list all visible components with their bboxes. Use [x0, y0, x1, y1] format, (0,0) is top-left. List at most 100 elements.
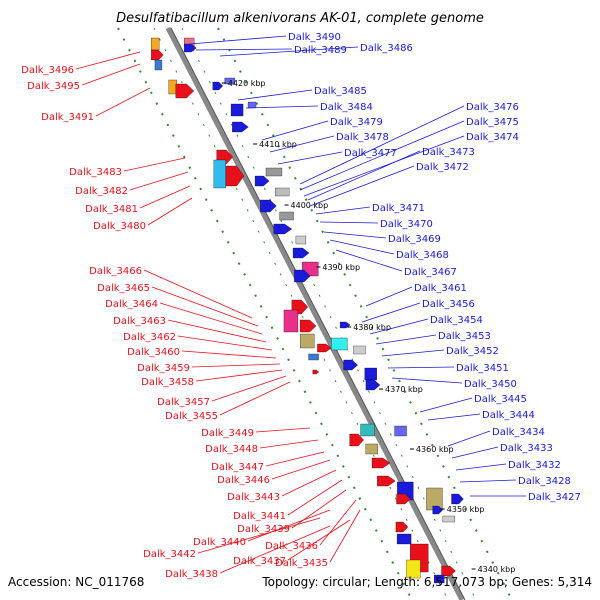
label-leader-line	[369, 318, 429, 335]
label-leader-line	[387, 366, 455, 369]
gene-feature	[432, 505, 443, 515]
gene-label-forward: Dalk_3496	[21, 65, 74, 76]
accession-text: Accession: NC_011768	[8, 575, 144, 589]
gene-label-forward: Dalk_3483	[69, 167, 122, 178]
label-leader-line	[255, 427, 311, 433]
gene-feature	[279, 211, 294, 221]
gene-feature	[283, 309, 299, 333]
label-leader-line	[319, 221, 379, 224]
label-leader-line	[247, 509, 331, 542]
gene-feature	[434, 574, 445, 584]
gene-feature	[365, 379, 381, 391]
gene-feature	[232, 121, 249, 133]
gene-feature	[175, 83, 194, 99]
gene-label-reverse: Dalk_3445	[474, 394, 527, 405]
label-leader-line	[143, 269, 253, 319]
gene-label-forward: Dalk_3435	[275, 558, 328, 569]
gene-label-forward: Dalk_3466	[89, 266, 142, 277]
gene-feature	[265, 167, 283, 177]
gene-feature	[308, 353, 319, 361]
label-leader-line	[181, 350, 277, 359]
label-leader-line	[81, 63, 141, 86]
gene-feature	[442, 515, 455, 523]
label-leader-line	[329, 509, 361, 563]
gene-feature	[295, 235, 307, 245]
label-leader-line	[95, 87, 151, 117]
gene-label-reverse: Dalk_3473	[422, 147, 475, 158]
label-leader-line	[419, 397, 473, 413]
label-leader-line	[307, 150, 421, 201]
gene-label-forward: Dalk_3448	[205, 444, 258, 455]
gene-label-reverse: Dalk_3490	[288, 32, 341, 43]
gene-feature	[406, 559, 421, 579]
label-leader-line	[281, 469, 337, 497]
gene-feature	[294, 269, 311, 283]
gene-feature	[299, 319, 317, 333]
gene-feature	[300, 333, 315, 349]
label-leader-line	[195, 369, 283, 382]
gene-feature	[377, 475, 396, 487]
label-leader-line	[335, 249, 403, 272]
gene-label-forward: Dalk_3465	[97, 283, 150, 294]
gene-feature	[224, 77, 235, 85]
label-leader-line	[361, 302, 421, 323]
gene-label-reverse: Dalk_3486	[360, 43, 413, 54]
gene-label-reverse: Dalk_3485	[314, 86, 367, 97]
gene-label-forward: Dalk_3455	[165, 411, 218, 422]
gene-label-reverse: Dalk_3484	[320, 102, 373, 113]
label-leader-line	[151, 286, 259, 327]
gene-label-forward: Dalk_3463	[113, 316, 166, 327]
gene-feature	[247, 101, 257, 109]
gene-label-reverse: Dalk_3461	[414, 283, 467, 294]
gene-label-reverse: Dalk_3451	[456, 363, 509, 374]
label-leader-line	[259, 439, 319, 449]
gene-label-reverse: Dalk_3470	[380, 219, 433, 230]
label-leader-line	[365, 286, 413, 307]
label-leader-line	[159, 302, 263, 335]
label-leader-line	[459, 479, 517, 483]
label-leader-line	[271, 459, 331, 480]
gene-feature	[230, 103, 244, 117]
gene-feature	[275, 187, 290, 197]
label-leader-line	[299, 105, 465, 185]
gene-feature	[396, 493, 411, 505]
gene-label-forward: Dalk_3441	[233, 511, 286, 522]
gene-feature	[151, 49, 164, 61]
gene-feature	[364, 367, 377, 381]
gene-label-reverse: Dalk_3444	[482, 410, 535, 421]
label-leader-line	[123, 157, 186, 172]
label-leader-line	[219, 46, 359, 57]
gene-feature	[441, 565, 456, 577]
gene-label-reverse: Dalk_3454	[430, 315, 483, 326]
label-leader-line	[315, 206, 371, 215]
label-leader-line	[277, 151, 343, 165]
label-leader-line	[265, 451, 325, 467]
label-leader-line	[291, 489, 347, 529]
gene-label-forward: Dalk_3446	[217, 475, 270, 486]
gene-feature	[213, 159, 226, 189]
label-leader-line	[147, 197, 193, 226]
gene-label-reverse: Dalk_3432	[508, 460, 561, 471]
gene-feature	[343, 359, 358, 371]
gene-label-reverse: Dalk_3469	[388, 234, 441, 245]
label-leader-line	[219, 381, 291, 416]
gene-label-reverse: Dalk_3479	[330, 117, 383, 128]
label-leader-line	[447, 430, 491, 447]
label-leader-line	[309, 165, 415, 207]
gene-label-reverse: Dalk_3428	[518, 476, 571, 487]
label-leader-line	[303, 135, 465, 197]
gene-feature	[353, 345, 366, 355]
label-leader-line	[75, 51, 141, 70]
gene-label-forward: Dalk_3459	[137, 363, 190, 374]
kbp-tick-label: 4350 kbp	[447, 505, 485, 514]
gene-label-forward: Dalk_3481	[85, 204, 138, 215]
topology-text: Topology: circular; Length: 6,517,073 bp…	[261, 575, 592, 589]
gene-label-reverse: Dalk_3478	[336, 132, 389, 143]
map-title: Desulfatibacillum alkenivorans AK-01, co…	[116, 11, 484, 26]
gene-feature	[365, 443, 378, 455]
gene-feature	[331, 337, 348, 351]
gene-label-forward: Dalk_3439	[237, 524, 290, 535]
label-leader-line	[167, 319, 267, 343]
gene-label-forward: Dalk_3457	[157, 397, 210, 408]
